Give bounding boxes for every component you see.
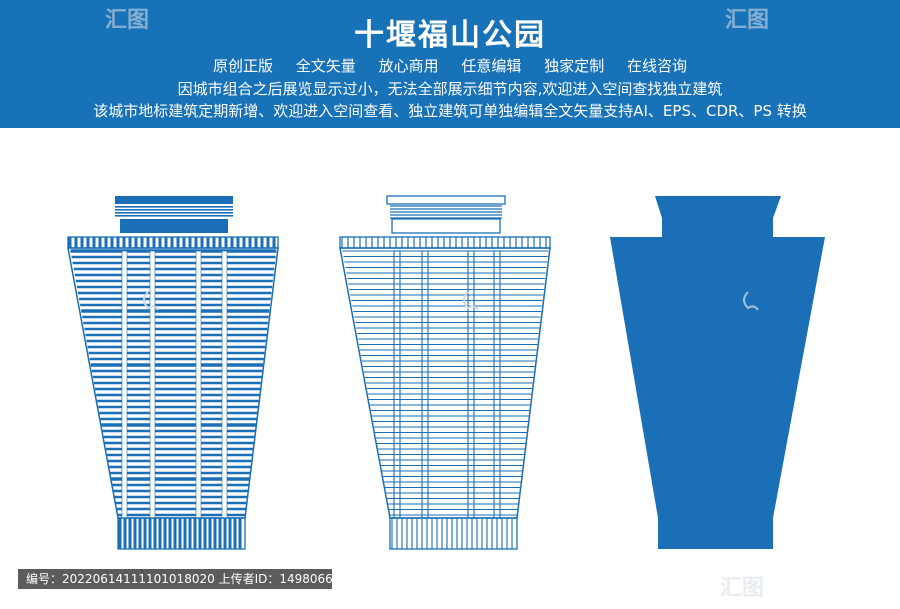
feature-item: 全文矢量: [295, 57, 356, 75]
notice-line-2: 该城市地标建筑定期新增、欢迎进入空间查看、独立建筑可单独编辑全文矢量支持AI、E…: [93, 102, 807, 120]
feature-item: 独家定制: [544, 57, 605, 75]
feature-item: 在线咨询: [626, 57, 687, 75]
colon: ：: [50, 572, 63, 586]
uploader-value: 1498066: [279, 572, 333, 586]
header-banner: 十堰福山公园 原创正版 全文矢量 放心商用 任意编辑 独家定制 在线咨询 因城市…: [0, 0, 900, 128]
building-detailed-illustration: [67, 196, 279, 550]
watermark-logo-icon: [143, 291, 759, 311]
feature-list: 原创正版 全文矢量 放心商用 任意编辑 独家定制 在线咨询: [0, 55, 900, 76]
feature-item: 放心商用: [378, 57, 439, 75]
id-label: 编号: [26, 572, 51, 586]
building-outline-illustration: [339, 195, 551, 550]
notice-line-1: 因城市组合之后展览显示过小，无法全部展示细节内容,欢迎进入空间查找独立建筑: [177, 80, 723, 98]
building-silhouette-illustration: [610, 196, 825, 549]
page-title: 十堰福山公园: [354, 18, 546, 53]
colon: ：: [267, 572, 280, 586]
footer-info-bar: 编号：20220614111101018020 上传者ID：1498066: [18, 569, 333, 589]
id-value: 20220614111101018020: [62, 572, 215, 586]
building-artboard: [0, 128, 900, 605]
feature-item: 原创正版: [213, 57, 274, 75]
feature-item: 任意编辑: [461, 57, 522, 75]
uploader-label: 上传者ID: [218, 572, 268, 586]
